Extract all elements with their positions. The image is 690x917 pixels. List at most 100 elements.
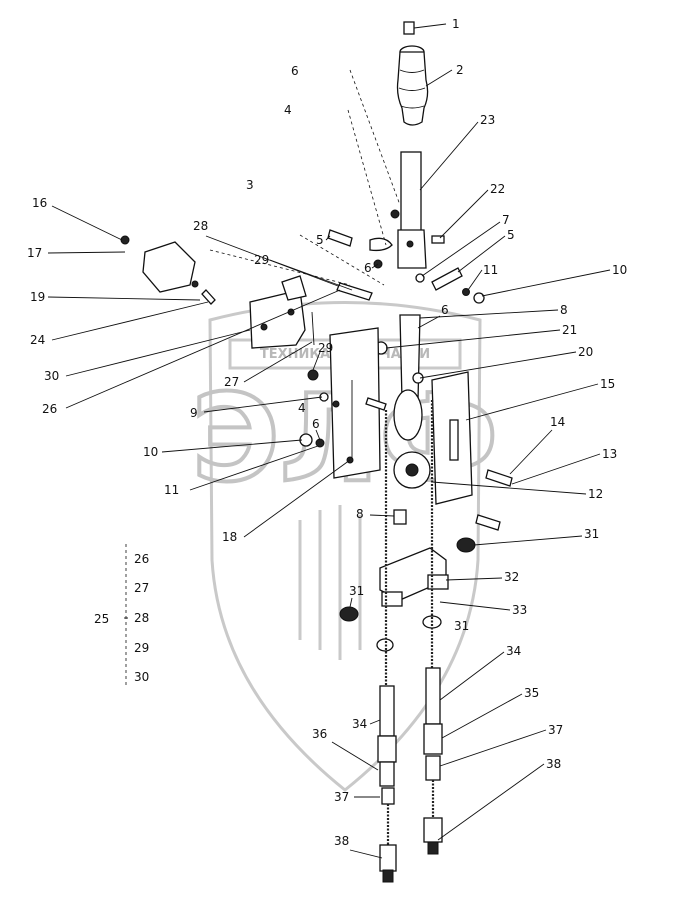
- callout-5: 5: [507, 228, 515, 242]
- group-list-item: 27: [134, 581, 149, 595]
- pulley-assembly: [393, 314, 431, 489]
- callout-28: 28: [193, 219, 208, 233]
- leader-line-9: [203, 396, 323, 413]
- cable-sleeve-right: [423, 667, 443, 855]
- leader-line-17: [47, 251, 126, 254]
- group-list-item: 28: [134, 611, 149, 625]
- callout-35: 35: [524, 686, 539, 700]
- leader-line-5: [457, 235, 506, 273]
- callout-11: 11: [483, 263, 498, 277]
- callout-3: 3: [246, 178, 254, 192]
- callout-17: 17: [27, 246, 42, 260]
- leader-line-29: [269, 259, 353, 291]
- callout-29: 29: [254, 253, 269, 267]
- callout-4: 4: [284, 103, 292, 117]
- cables: [384, 400, 434, 690]
- bracket-32-33: [379, 547, 449, 607]
- leader-line-6: [371, 263, 379, 269]
- leader-line-10: [161, 439, 303, 453]
- callout-12: 12: [588, 487, 603, 501]
- callout-21: 21: [562, 323, 577, 337]
- bracket-30: [249, 275, 307, 349]
- screw-11: [462, 288, 470, 296]
- callout-32: 32: [504, 570, 519, 584]
- callout-4: 4: [298, 401, 306, 415]
- callout-11: 11: [164, 483, 179, 497]
- callout-22: 22: [490, 182, 505, 196]
- leader-line-38: [349, 849, 383, 859]
- callout-6: 6: [312, 417, 320, 431]
- leader-line-26: [65, 289, 341, 409]
- callout-31: 31: [454, 619, 469, 633]
- nut-29: [307, 369, 319, 381]
- bolt-13: [475, 514, 501, 531]
- callout-33: 33: [512, 603, 527, 617]
- callout-16: 16: [32, 196, 47, 210]
- callout-37: 37: [548, 723, 563, 737]
- leader-line-1: [413, 23, 447, 29]
- callout-24: 24: [30, 333, 45, 347]
- leader-line-19: [47, 296, 201, 301]
- lever-23: [397, 151, 427, 269]
- callout-26: 26: [42, 402, 57, 416]
- callout-29: 29: [318, 341, 333, 355]
- leader-line-5: [325, 235, 331, 241]
- leader-line-31: [349, 597, 353, 608]
- callout-38: 38: [546, 757, 561, 771]
- nut-10: [473, 292, 485, 304]
- leader-line-6: [417, 315, 441, 329]
- leader-line-2: [425, 69, 453, 87]
- callout-37: 37: [334, 790, 349, 804]
- callout-10: 10: [143, 445, 158, 459]
- leader-line-35: [441, 693, 523, 739]
- leader-lines: [47, 23, 611, 859]
- leader-line-34: [369, 719, 381, 725]
- leader-line-10: [481, 269, 611, 297]
- leader-line-36: [331, 741, 379, 771]
- leader-line-30: [65, 329, 251, 377]
- callout-34: 34: [506, 644, 521, 658]
- grommet-31a: [456, 537, 476, 553]
- leader-line-37: [439, 729, 547, 767]
- leader-line-8: [369, 514, 395, 517]
- leader-line-23: [419, 121, 479, 191]
- leader-line-34: [439, 651, 505, 701]
- leader-line-6: [315, 429, 321, 441]
- group-list-item: 29: [134, 641, 149, 655]
- callout-38: 38: [334, 834, 349, 848]
- leader-line-24: [51, 301, 209, 341]
- callout-6: 6: [364, 261, 372, 275]
- callout-6: 6: [441, 303, 449, 317]
- group-list: 25 26 27 28 29 30: [94, 544, 149, 688]
- leader-line-32: [445, 577, 503, 581]
- leader-line-16: [51, 205, 123, 241]
- screw-1: [403, 21, 415, 35]
- clip-3: [327, 229, 353, 247]
- callout-13: 13: [602, 447, 617, 461]
- leader-line-8: [419, 309, 559, 319]
- leader-line-38: [437, 763, 545, 841]
- leader-line-20: [419, 351, 577, 379]
- callout-5: 5: [316, 233, 324, 247]
- group-list-label: 25: [94, 612, 109, 626]
- callout-7: 7: [502, 213, 510, 227]
- callout-15: 15: [600, 377, 615, 391]
- leader-line-11: [467, 269, 483, 291]
- callout-8: 8: [356, 507, 364, 521]
- parts-layer: [120, 21, 513, 883]
- callout-20: 20: [578, 345, 593, 359]
- alignment-lines: [209, 69, 401, 286]
- callout-14: 14: [550, 415, 565, 429]
- leader-line-27: [243, 341, 313, 383]
- watermark-wheat: [298, 505, 362, 660]
- leader-line-11: [189, 445, 319, 491]
- leader-line-13: [511, 453, 601, 485]
- leader-line-14: [509, 429, 553, 475]
- callout-1: 1: [452, 17, 460, 31]
- spacer-8: [393, 509, 407, 525]
- nut-6b: [390, 209, 400, 219]
- callout-9: 9: [190, 406, 198, 420]
